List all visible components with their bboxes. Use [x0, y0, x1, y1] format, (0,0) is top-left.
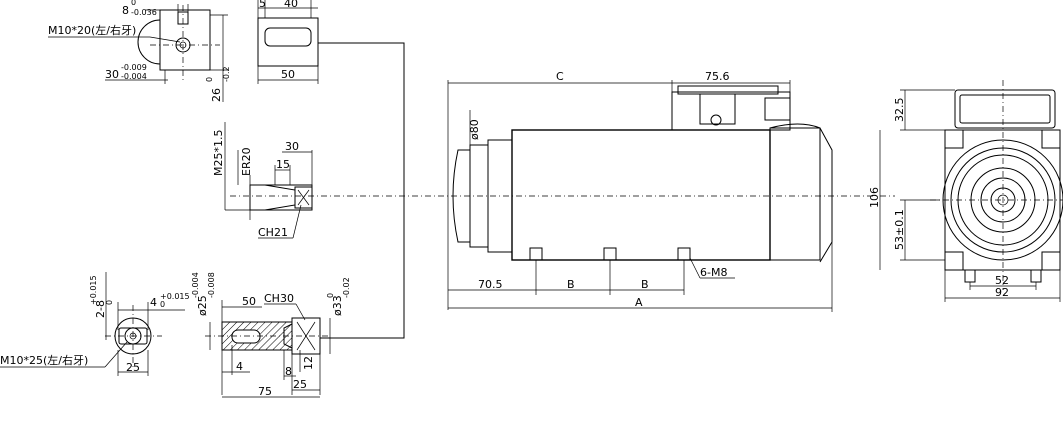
- dim-a: A: [635, 296, 643, 309]
- svg-text:0: 0: [205, 77, 214, 82]
- thread-callout: M10*20(左/右牙): [48, 23, 136, 37]
- dim-53: 53±0.1: [893, 209, 906, 250]
- svg-text:40: 40: [284, 0, 298, 10]
- svg-text:-0.008: -0.008: [207, 272, 216, 298]
- svg-text:-0.004: -0.004: [121, 72, 147, 81]
- small-shaft-end: 4 +0.015 0 2-8 +0.015 0 M10*25(左/右牙) 25: [0, 272, 190, 376]
- svg-text:0: 0: [105, 300, 114, 305]
- dim-c: C: [556, 70, 564, 83]
- svg-text:0: 0: [326, 293, 335, 298]
- key-width-dim: 8: [122, 4, 129, 17]
- svg-text:ø25: ø25: [196, 295, 209, 316]
- svg-text:25: 25: [293, 378, 307, 391]
- svg-text:4: 4: [150, 296, 157, 309]
- shaft-key-view: 8 0 -0.036 M10*20(左/右牙) 30 -0.009 -0.004…: [48, 0, 231, 102]
- dim-32-5: 32.5: [893, 98, 906, 123]
- svg-text:0: 0: [131, 0, 136, 7]
- svg-text:25: 25: [126, 361, 140, 374]
- key-height-dim: 26: [210, 88, 223, 102]
- collet-label: ER20: [240, 147, 253, 176]
- key-top-view: 5 40 50: [257, 0, 405, 339]
- dim-75-6: 75.6: [705, 70, 730, 83]
- svg-text:-0.036: -0.036: [131, 8, 157, 17]
- dim-106: 106: [868, 187, 881, 208]
- shaft-dia-dim: 30: [105, 68, 119, 81]
- svg-text:4: 4: [236, 360, 243, 373]
- holes-6-m8: 6-M8: [700, 266, 727, 279]
- svg-text:B: B: [641, 278, 649, 291]
- spindle-end-view: 32.5 106 53±0.1 52 92: [868, 80, 1063, 302]
- svg-text:B: B: [567, 278, 575, 291]
- thread-dim: M25*1.5: [212, 130, 225, 176]
- er-collet-view: 30 15 M25*1.5 ER20 CH21: [212, 122, 313, 239]
- svg-text:-0.02: -0.02: [342, 277, 351, 298]
- svg-text:15: 15: [276, 158, 290, 171]
- thread-callout-2: M10*25(左/右牙): [0, 353, 88, 367]
- svg-text:-0.009: -0.009: [121, 63, 147, 72]
- svg-text:50: 50: [281, 68, 295, 81]
- svg-text:+0.015: +0.015: [89, 275, 98, 305]
- svg-text:12: 12: [302, 356, 315, 370]
- svg-text:70.5: 70.5: [478, 278, 503, 291]
- wrench-flat-ch30: CH30: [264, 292, 294, 305]
- svg-text:50: 50: [242, 295, 256, 308]
- svg-text:5: 5: [259, 0, 266, 10]
- dim-52: 52: [995, 274, 1009, 287]
- spindle-side-view: C 75.6 ø80 70.5 B B 6-M8 A: [230, 70, 895, 312]
- svg-text:30: 30: [285, 140, 299, 153]
- wrench-flat-ch21: CH21: [258, 226, 288, 239]
- dia-80: ø80: [468, 119, 481, 140]
- svg-text:-0.2: -0.2: [222, 66, 231, 82]
- svg-text:0: 0: [160, 300, 165, 309]
- svg-text:8: 8: [285, 365, 292, 378]
- svg-text:2-8: 2-8: [94, 300, 107, 318]
- svg-text:-0.004: -0.004: [191, 272, 200, 298]
- shaft-section: 50 CH30 ø25 -0.004 -0.008 ø33 0 -0.02 4 …: [191, 272, 351, 398]
- svg-text:+0.015: +0.015: [160, 292, 190, 301]
- svg-text:75: 75: [258, 385, 272, 398]
- svg-text:ø33: ø33: [331, 295, 344, 316]
- dim-92: 92: [995, 286, 1009, 299]
